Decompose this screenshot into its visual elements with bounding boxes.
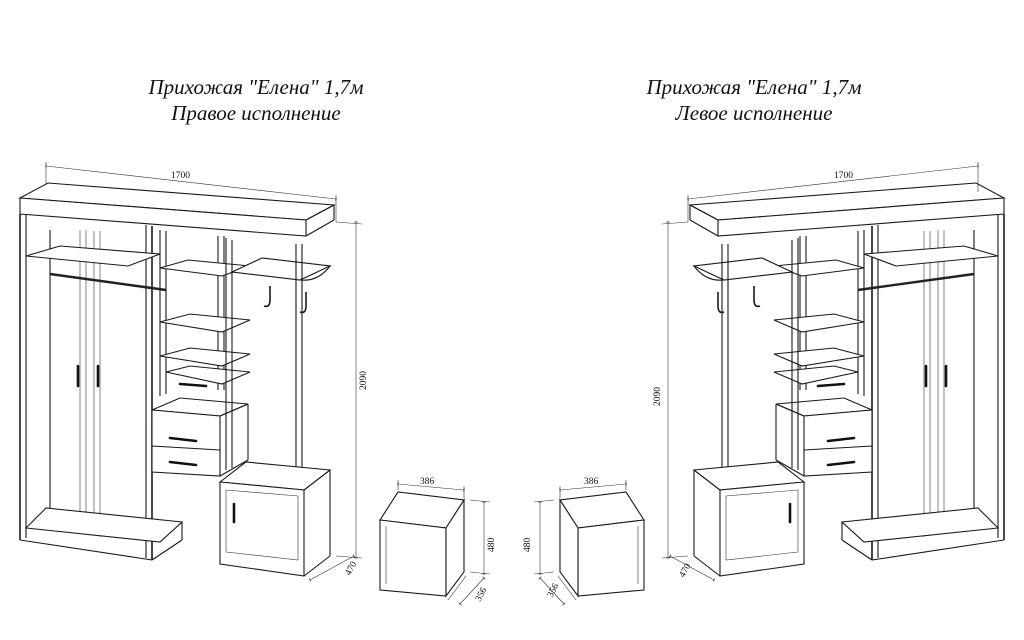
variant-name: Левое исполнение xyxy=(675,101,833,125)
pouf-height-label: 480 xyxy=(487,538,497,553)
product-name: Прихожая "Елена" 1,7м xyxy=(148,75,364,99)
depth-label: 470 xyxy=(344,560,360,577)
pouf-height-label: 480 xyxy=(523,538,533,553)
product-name: Прихожая "Елена" 1,7м xyxy=(646,75,862,99)
pouf-depth-label: 356 xyxy=(474,586,490,603)
height-label: 2090 xyxy=(359,371,369,390)
height-label: 2090 xyxy=(653,387,663,406)
pouf-width-label: 386 xyxy=(584,477,599,487)
pouf-width-label: 386 xyxy=(420,477,435,487)
depth-dimension: 470 xyxy=(308,554,360,582)
hallway-left-variant xyxy=(533,162,1006,606)
height-dimension: 2090 xyxy=(335,221,369,559)
variant-name: Правое исполнение xyxy=(171,101,341,125)
hallway-right-variant: 1700 xyxy=(18,162,497,606)
width-label: 1700 xyxy=(834,171,853,181)
title-right-variant: Прихожая "Елена" 1,7м Правое исполнение xyxy=(66,74,446,126)
pouf-depth-label: 356 xyxy=(546,582,562,599)
pouf: 386 480 356 xyxy=(379,477,497,606)
title-left-variant: Прихожая "Елена" 1,7м Левое исполнение xyxy=(564,74,944,126)
width-label: 1700 xyxy=(171,171,190,181)
depth-label: 470 xyxy=(678,562,694,579)
